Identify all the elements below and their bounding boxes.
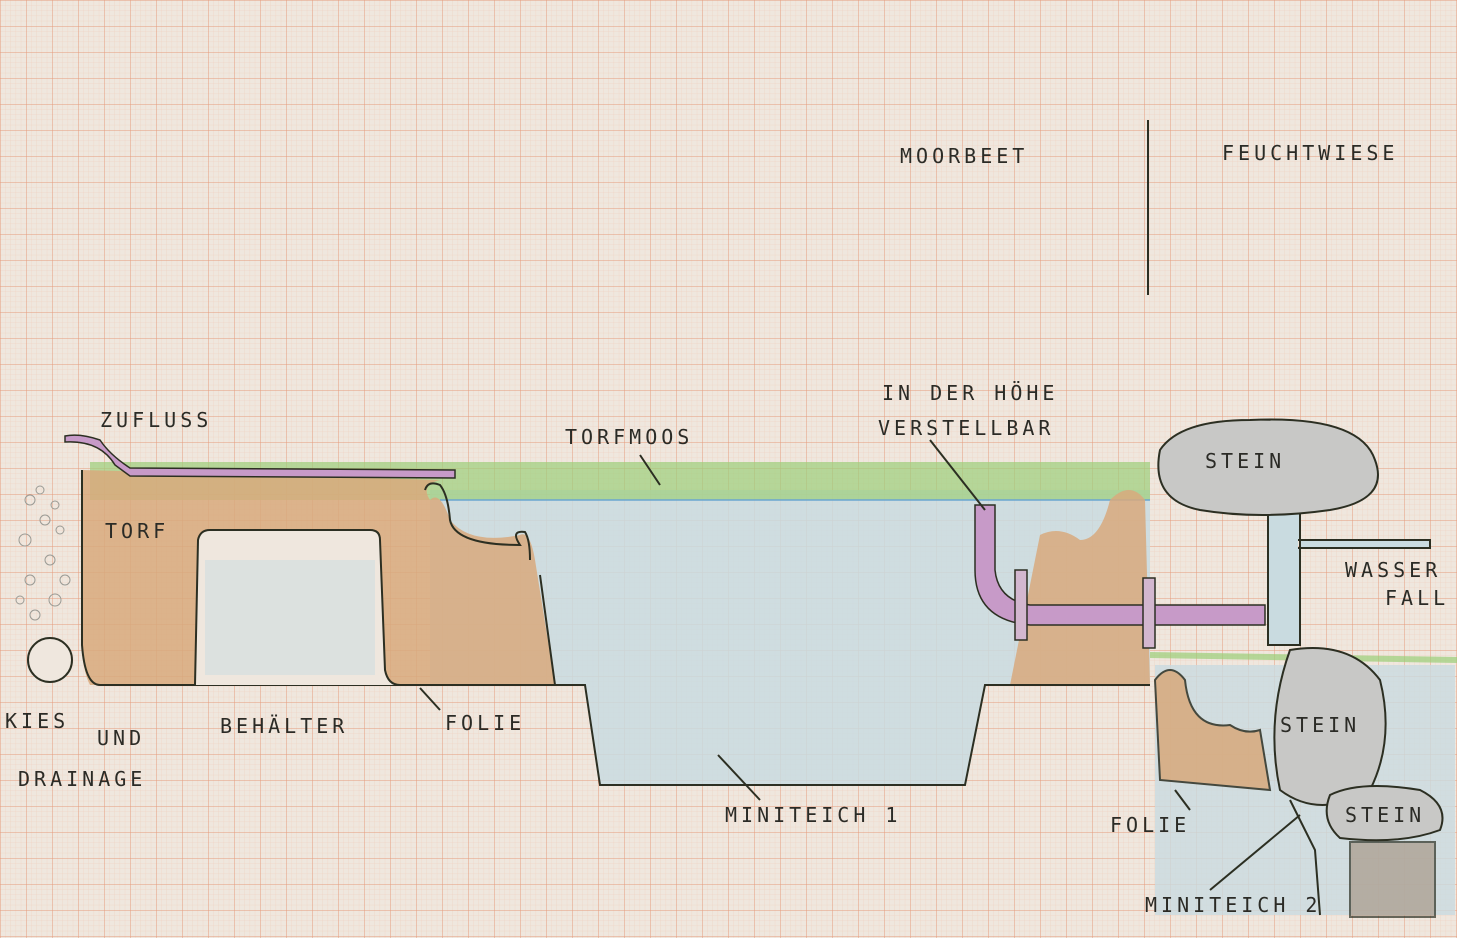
stone-base	[1349, 841, 1436, 918]
label-stein-mid: STEIN	[1280, 713, 1360, 737]
stone-low	[1325, 785, 1444, 842]
container-water	[205, 560, 375, 675]
pipe-flange-1	[1014, 569, 1028, 641]
gravel	[15, 485, 71, 621]
label-folie-right: FOLIE	[1110, 813, 1190, 837]
label-folie-left: FOLIE	[445, 711, 525, 735]
foil-left-edge	[424, 482, 531, 561]
label-hoehe-2: VERSTELLBAR	[878, 416, 1054, 440]
label-hoehe-1: IN DER HÖHE	[882, 381, 1058, 405]
waterfall-channel	[1267, 510, 1431, 646]
peat-pond-2	[1153, 669, 1272, 792]
leader-miniteich1	[717, 754, 761, 801]
leader-miniteich2	[1209, 814, 1301, 891]
pond-1-outline	[555, 684, 1010, 786]
label-und: UND	[97, 726, 145, 750]
label-wasser: WASSER	[1345, 558, 1441, 582]
peat-outline	[81, 470, 556, 686]
leader-adjustable	[929, 439, 986, 511]
label-stein-low: STEIN	[1345, 803, 1425, 827]
inflow-pipe	[64, 434, 456, 479]
leader-torfmoos	[639, 454, 661, 486]
stone-top	[1157, 418, 1379, 516]
label-moorbeet: MOORBEET	[900, 144, 1028, 168]
label-stein-top: STEIN	[1205, 449, 1285, 473]
label-miniteich2: MINITEICH 2	[1145, 893, 1321, 917]
label-feuchtwiese: FEUCHTWIESE	[1222, 141, 1398, 165]
peat-right	[1010, 490, 1150, 685]
adjustable-pipe	[974, 504, 1266, 626]
leader-folie-left	[419, 687, 441, 711]
label-fall: FALL	[1385, 586, 1449, 610]
label-miniteich1: MINITEICH 1	[725, 803, 901, 827]
label-zufluss: ZUFLUSS	[100, 408, 212, 432]
label-torf: TORF	[105, 519, 169, 543]
water-area	[430, 490, 1150, 785]
drain-pipe-icon	[27, 637, 73, 683]
label-torfmoos: TORFMOOS	[565, 425, 693, 449]
label-behaelter: BEHÄLTER	[220, 714, 348, 738]
label-drainage: DRAINAGE	[18, 767, 146, 791]
label-kies: KIES	[5, 709, 69, 733]
pipe-flange-2	[1142, 577, 1156, 649]
leader-folie-right	[1174, 789, 1191, 811]
